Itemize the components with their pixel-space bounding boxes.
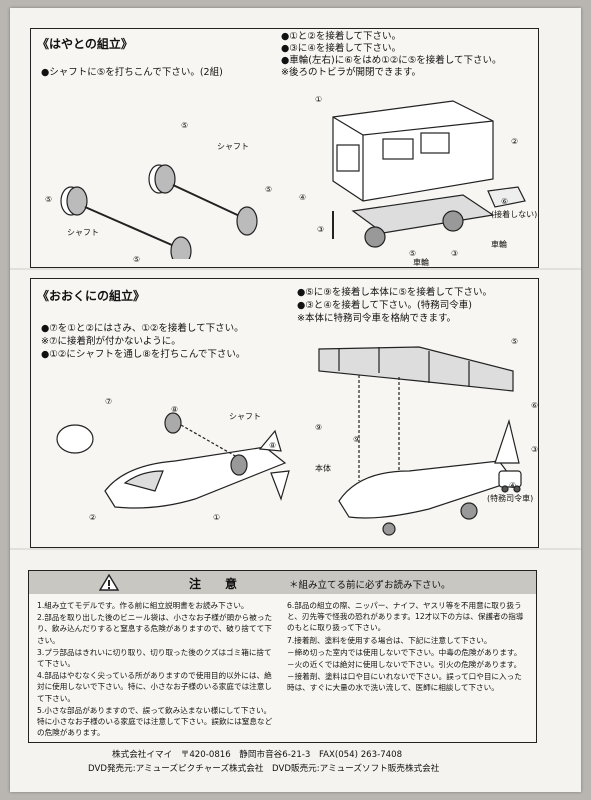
notice-item: 3.プラ部品はきれいに切り取り、切り取った後のクズはゴミ箱に捨てて下さい。: [37, 647, 272, 669]
part-2-label: ②: [89, 513, 97, 522]
part-2-label: ②: [511, 137, 519, 146]
notice-item: 6.部品の組立の際、ニッパー、ナイフ、ヤスリ等を不用意に取り扱うと、刃先等で怪我…: [287, 601, 524, 633]
shaft-label-bottom: シャフト: [67, 228, 99, 237]
hayato-section: 《はやとの組立》 ●シャフトに⑤を打ちこんで下さい。(2組) ●①と②を接着して…: [30, 28, 539, 268]
wheel-label-left: 車輪: [413, 258, 429, 267]
hayato-step-1: ●①と②を接着して下さい。: [281, 31, 402, 42]
part-6-label: ⑥: [501, 197, 509, 206]
ookuni-right-diagram: [318, 346, 522, 536]
ookuni-note: ※⑦に接着剤が付かないように。: [41, 336, 181, 347]
notice-item: －締め切った室内では使用しないで下さい。中毒の危険があります。: [287, 647, 522, 657]
notice-item: 2.部品を取り出した後のビニール袋は、小さなお子様が頭から被ったり、飲み込んだり…: [37, 613, 273, 645]
hayato-step-3: ●車輪(左右)に⑥をはめ①②に⑤を接着して下さい。: [281, 55, 502, 66]
wheel-label-right: 車輪: [491, 240, 507, 249]
part-3-label: ③: [451, 249, 459, 258]
part-5-label: ⑤: [265, 185, 273, 194]
part-9-label: ⑨: [353, 435, 361, 444]
part-1-label: ①: [315, 95, 323, 104]
notice-item: －接着剤、塗料は口や目にいれないで下さい。誤って口や目に入った時は、すぐに大量の…: [287, 672, 522, 693]
notice-item: 1.組み立てモデルです。作る前に組立説明書をお読み下さい。: [37, 601, 249, 610]
ookuni-note-2: ※本体に特務司令車を格納できます。: [297, 313, 457, 324]
part-5-label: ⑤: [181, 121, 189, 130]
part-4-label: ④: [509, 481, 517, 490]
notice-item: 7.接着剤、塗料を使用する場合は、下記に注意して下さい。: [287, 635, 492, 645]
body-label: 本体: [315, 464, 331, 473]
hayato-shaft-step: ●シャフトに⑤を打ちこんで下さい。(2組): [41, 67, 223, 78]
part-7-label: ⑦: [105, 397, 113, 406]
command-car-label: (特務司令車): [487, 494, 534, 503]
part-6-label: ⑥: [531, 401, 539, 410]
notice-header: 注 意 ＊組み立てる前に必ずお読み下さい。: [28, 570, 537, 596]
ookuni-step-2: ●①②にシャフトを通し⑧を打ちこんで下さい。: [41, 349, 246, 360]
fold-line: [10, 548, 581, 550]
ookuni-step-4: ●③と④を接着して下さい。(特務司令車): [297, 300, 472, 311]
ookuni-section: 《おおくにの組立》 ●⑦を①と②にはさみ、①②を接着して下さい。 ※⑦に接着剤が…: [30, 278, 539, 548]
ookuni-title: 《おおくにの組立》: [37, 289, 146, 303]
notice-body: 1.組み立てモデルです。作る前に組立説明書をお読み下さい。 2.部品を取り出した…: [28, 594, 537, 743]
part-3-label: ③: [531, 445, 539, 454]
hayato-vehicle-diagram: [332, 100, 526, 248]
part-3-label: ③: [317, 225, 325, 234]
notice-left-column: 1.組み立てモデルです。作る前に組立説明書をお読み下さい。 2.部品を取り出した…: [37, 600, 275, 739]
ookuni-step-1: ●⑦を①と②にはさみ、①②を接着して下さい。: [41, 323, 244, 334]
hayato-title: 《はやとの組立》: [37, 37, 133, 51]
shaft-label-top: シャフト: [217, 142, 249, 151]
notice-right-column: 6.部品の組立の際、ニッパー、ナイフ、ヤスリ等を不用意に取り扱うと、刃先等で怪我…: [287, 600, 529, 695]
part-8-label: ⑧: [269, 441, 277, 450]
no-glue-label: (接着しない): [491, 210, 538, 219]
notice-item: 4.部品はやむなく尖っている所がありますので使用目的以外には、絶対に使用しないで…: [37, 671, 272, 703]
part-5-label: ⑤: [511, 337, 519, 346]
notice-subtitle: ＊組み立てる前に必ずお読み下さい。: [289, 580, 451, 591]
part-8-label: ⑧: [171, 405, 179, 414]
company-info: 株式会社イマイ 〒420-0816 静岡市音谷6-21-3 FAX(054) 2…: [112, 750, 403, 760]
ookuni-step-3: ●⑤に⑨を接着し本体に⑤を接着して下さい。: [297, 287, 493, 298]
dvd-info: DVD発売元:アミューズピクチャーズ株式会社 DVD販売元:アミューズソフト販売…: [88, 764, 440, 774]
notice-item: 5.小さな部品がありますので、誤って飲み込まない様にして下さい。特に小さなお子様…: [37, 705, 273, 738]
ookuni-left-diagram: [56, 412, 290, 509]
shaft-wheel-diagram: [60, 164, 258, 259]
part-5-label: ⑤: [409, 249, 417, 258]
notice-item: －火の近くでは絶対に使用しないで下さい。引火の危険があります。: [287, 660, 522, 670]
fold-line: [10, 268, 581, 270]
notice-title: 注 意: [189, 577, 238, 591]
part-4-label: ④: [299, 193, 307, 202]
part-5-label: ⑤: [45, 195, 53, 204]
hayato-step-2: ●③に④を接着して下さい。: [281, 43, 402, 54]
shaft-label: シャフト: [229, 412, 261, 421]
part-9-label: ⑨: [315, 423, 323, 432]
warning-icon: [99, 574, 119, 591]
part-1-label: ①: [213, 513, 221, 522]
part-5-label: ⑤: [133, 255, 141, 264]
hayato-note: ※後ろのトビラが開閉できます。: [281, 67, 422, 78]
